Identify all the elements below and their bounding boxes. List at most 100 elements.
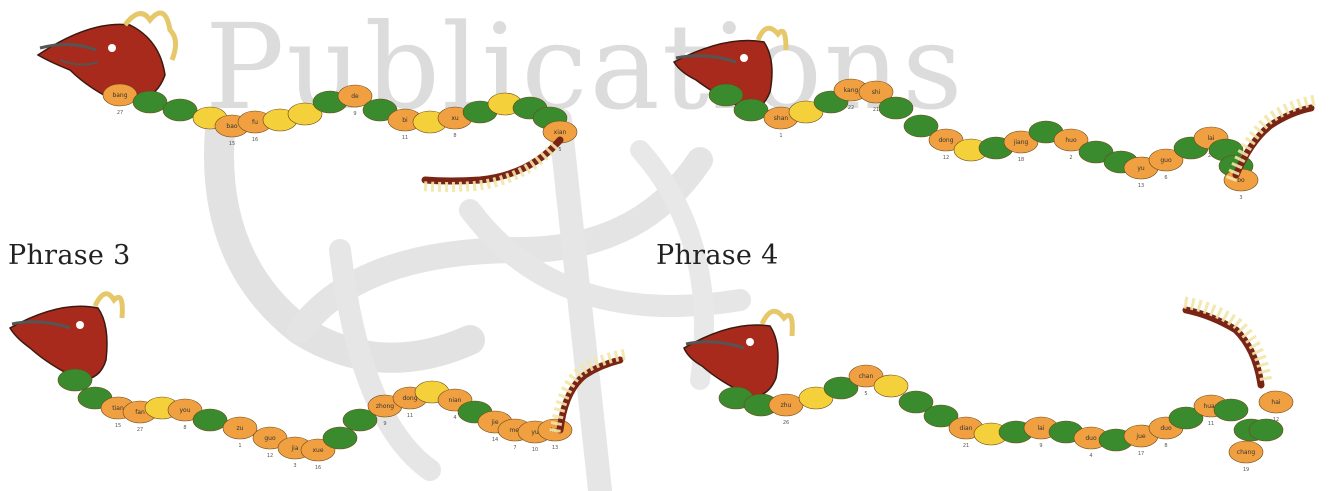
body-segment	[903, 114, 939, 138]
body-segment: de9	[337, 84, 373, 117]
segment-number: 19	[1243, 467, 1249, 473]
segment-number: 8	[183, 425, 186, 431]
body-segment: bang 27	[102, 83, 138, 116]
segment-syllable: hai	[1271, 399, 1280, 406]
segment-number: 3	[1239, 195, 1242, 201]
segment-syllable: chang	[1237, 449, 1256, 456]
segment-number: 11	[1208, 421, 1214, 427]
phrase-3-label: Phrase 3	[8, 240, 131, 271]
segment-number: 6	[1164, 175, 1167, 181]
segment-number: 22	[848, 105, 854, 111]
dragon-tail	[1225, 94, 1318, 182]
dragon-tail	[1180, 296, 1272, 389]
segment-number: 4	[453, 415, 456, 421]
segment-syllable: huan	[1203, 403, 1218, 410]
segment-syllable: chan	[859, 373, 874, 380]
segment-syllable: lai	[1037, 425, 1044, 432]
dragon-head	[683, 324, 779, 397]
segment-number: 16	[252, 137, 258, 143]
segment-number: 4	[1089, 453, 1092, 459]
segment-syllable: bo	[1237, 177, 1245, 184]
segment-syllable: fu	[252, 119, 258, 126]
body-segment: chang 19	[1228, 440, 1264, 473]
dragon-phrase-2: shan1kang22shi21dong12jiang18huo2yu13guo…	[672, 25, 1318, 201]
body-segment: chan 5	[848, 364, 884, 397]
segment-number: 1	[779, 133, 782, 139]
body-segment	[162, 98, 198, 122]
body-segment	[287, 102, 323, 126]
body-segment	[132, 90, 168, 114]
segment-number: 1	[238, 443, 241, 449]
body-segment	[923, 404, 959, 428]
segment-syllable: tian	[112, 405, 124, 412]
segment-number: 15	[229, 141, 235, 147]
segment-syllable: shan	[774, 115, 789, 122]
segment-number: 9	[383, 421, 386, 427]
segment-number: 27	[117, 110, 123, 116]
body-segment	[733, 98, 769, 122]
segment-syllable: jia	[290, 445, 298, 452]
segment-number: 20	[1208, 153, 1214, 159]
segment-syllable: bang	[112, 92, 127, 99]
segment-syllable: bao	[226, 123, 237, 130]
segment-syllable: huo	[1065, 137, 1077, 144]
body-segment	[192, 408, 228, 432]
segment-number: 27	[137, 427, 143, 433]
segment-number: 15	[115, 423, 121, 429]
segment-number: 16	[315, 465, 321, 471]
segment-syllable: yu	[531, 429, 539, 436]
body-segment	[873, 374, 909, 398]
segment-syllable: kang	[844, 87, 859, 94]
segment-syllable: duo	[1085, 435, 1097, 442]
segment-number: 5	[864, 391, 867, 397]
segment-number: 10	[532, 447, 538, 453]
segment-syllable: dong	[402, 395, 417, 402]
segment-number: 21	[873, 107, 879, 113]
body-segment	[1213, 398, 1249, 422]
phrase-4-label: Phrase 4	[656, 240, 779, 271]
segment-syllable: zu	[237, 425, 244, 432]
body-segment	[878, 96, 914, 120]
segment-number: 2	[1069, 155, 1072, 161]
body-segment	[823, 376, 859, 400]
dragon-tail	[549, 348, 629, 434]
segment-syllable: jie	[490, 419, 498, 426]
segment-syllable: de	[351, 93, 359, 100]
segment-syllable: dong	[938, 137, 953, 144]
body-segment: zu 1	[222, 416, 258, 449]
segment-number: 13	[552, 445, 558, 451]
segment-syllable: zhu	[781, 402, 792, 409]
segment-number: 3	[293, 463, 296, 469]
segment-syllable: guo	[264, 435, 276, 442]
segment-syllable: xu	[451, 115, 459, 122]
segment-syllable: fan	[135, 409, 145, 416]
segment-syllable: zhong	[376, 403, 394, 410]
body-segment	[1168, 406, 1204, 430]
body-segment	[342, 408, 378, 432]
dragon-tail	[419, 136, 564, 192]
segment-number: 5	[558, 147, 561, 153]
segment-number: 7	[513, 445, 516, 451]
segment-syllable: lai	[1207, 135, 1214, 142]
body-segment	[57, 368, 93, 392]
segment-number: 13	[1138, 183, 1144, 189]
segment-syllable: bi	[402, 117, 408, 124]
segment-syllable: yu	[1137, 165, 1145, 172]
watermark-text: Publications	[205, 0, 965, 136]
segment-number: 11	[407, 413, 413, 419]
body-segment	[708, 83, 744, 107]
body-segment: huo 2	[1053, 128, 1089, 161]
segment-number: 14	[492, 437, 498, 443]
segment-number: 21	[963, 443, 969, 449]
body-segment	[1248, 418, 1284, 442]
body-segment	[322, 426, 358, 450]
segment-number: 17	[1138, 451, 1144, 457]
